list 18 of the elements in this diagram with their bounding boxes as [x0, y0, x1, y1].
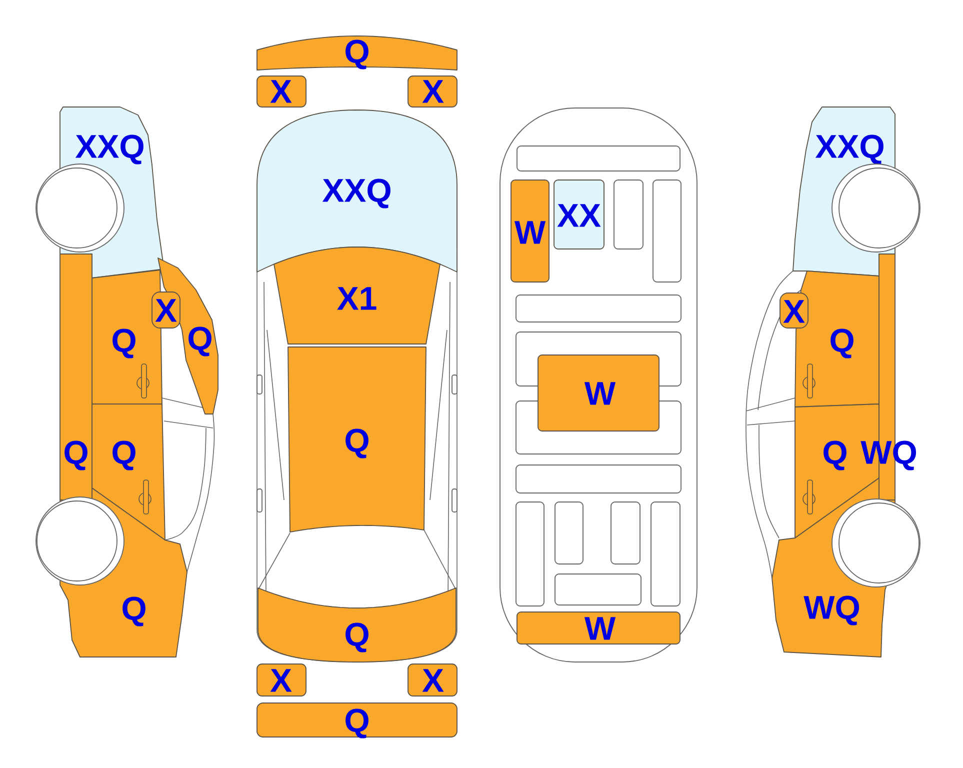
bumper-panel: X: [256, 76, 306, 108]
bumper-panel: X: [408, 76, 458, 108]
side-mirror: X: [780, 292, 808, 328]
body-panel: Q: [92, 404, 166, 540]
window-panel: XXQ: [256, 110, 458, 272]
body-panel: X1: [274, 246, 440, 344]
body-panel: Q: [288, 346, 426, 532]
body-panel: Q: [258, 588, 456, 662]
bumper-panel: Q: [256, 702, 458, 738]
bumper-panel: Q: [256, 36, 458, 70]
body-panel: Q: [60, 254, 92, 500]
underbody-panel: W: [516, 612, 680, 644]
bumper-panel: X: [256, 664, 306, 696]
underbody-panel: W: [510, 180, 550, 282]
bumper-panel: X: [408, 664, 458, 696]
underbody-panel: W: [538, 354, 660, 432]
underbody-panel: XX: [554, 180, 604, 250]
side-mirror: X: [152, 292, 180, 328]
